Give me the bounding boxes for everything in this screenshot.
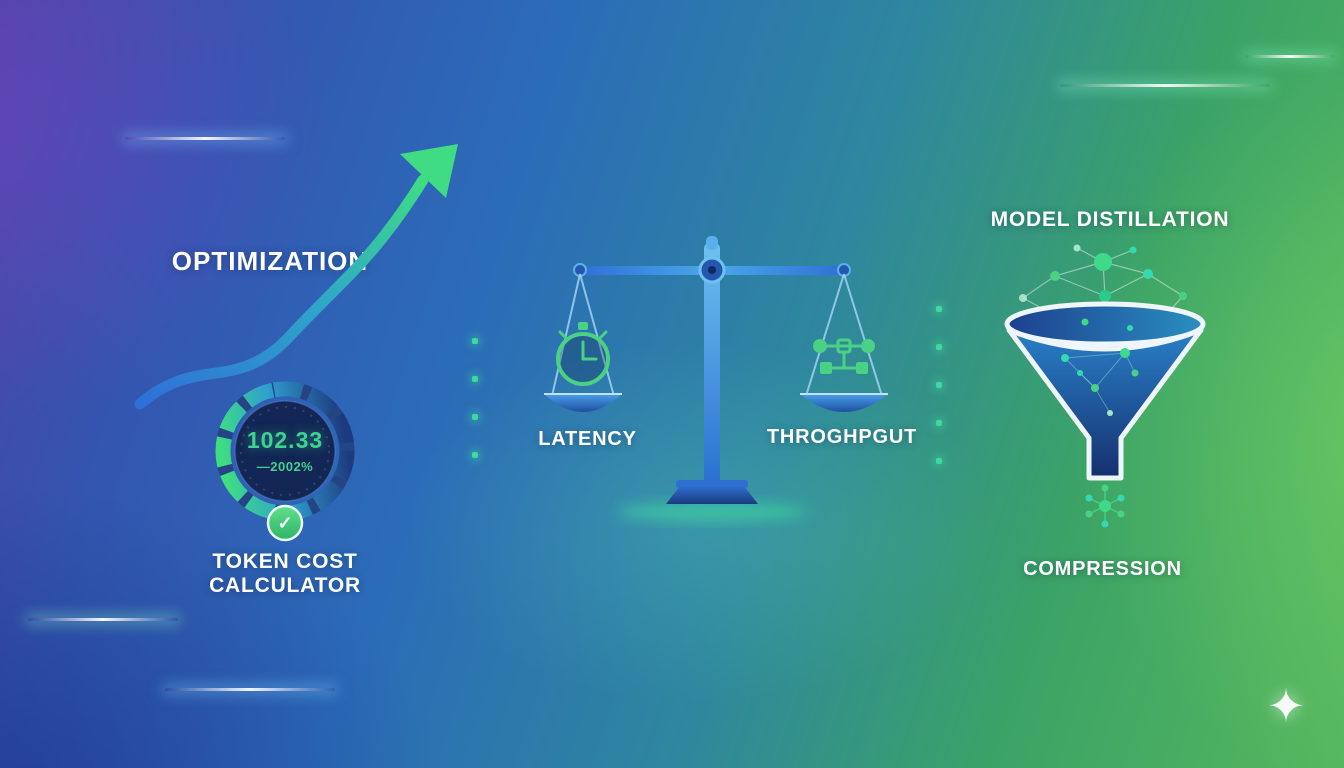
token-cost-caption: TOKEN COST CALCULATOR [209,550,361,597]
light-streak [28,618,178,621]
dot [936,420,942,426]
funnel-icon [1004,244,1206,528]
optimization-title: OPTIMIZATION [171,246,369,276]
sparkle-icon: ✦ [1266,680,1306,732]
stopwatch-icon [556,322,610,386]
compression-caption: COMPRESSION [1023,558,1182,580]
light-streak [125,137,285,140]
throughput-nodes-icon [813,338,875,374]
dots-separator [472,338,478,458]
dot [472,452,478,458]
network-nodes-icon [1019,244,1187,319]
molecule-icon [1085,484,1125,528]
dots-separator [936,306,942,464]
throughput-label: THROGHPGUT [766,426,918,448]
gauge-icon [215,381,355,542]
dot [472,338,478,344]
funnel-network-icon [1061,318,1139,416]
gauge-delta: —2002% [256,459,314,474]
token-cost-gauge: 102.33 —2002% ✓ [203,373,367,549]
model-distillation-title: MODEL DISTILLATION [990,208,1230,231]
latency-label: LATENCY [538,428,637,450]
light-streak [1060,84,1270,87]
checkmark-icon: ✓ [277,513,293,533]
scale-base-glow [616,503,808,521]
light-streak [165,688,335,691]
dot [936,306,942,312]
gauge-value: 102.33 [246,427,324,453]
dot [936,382,942,388]
dot [936,458,942,464]
dot [936,344,942,350]
light-streak [1245,55,1335,58]
dot [472,376,478,382]
dot [472,414,478,420]
balance-scale-icon [544,236,888,521]
trend-arrow-icon [134,144,458,410]
